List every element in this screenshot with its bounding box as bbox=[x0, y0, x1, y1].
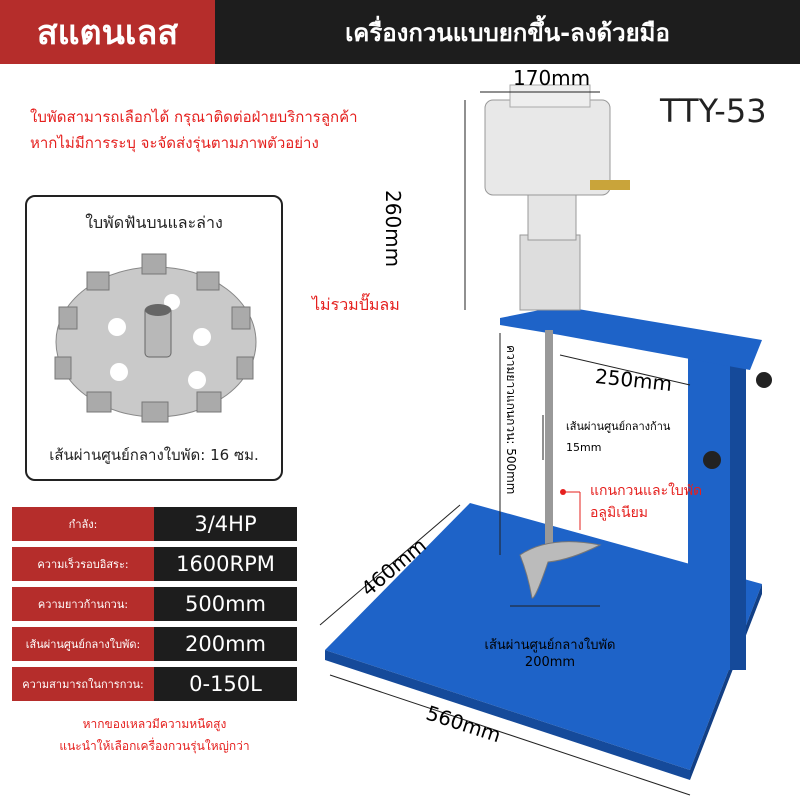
impeller-note: ใบพัดสามารถเลือกได้ กรุณาติดต่อฝ่ายบริกา… bbox=[30, 104, 358, 156]
page-title: เครื่องกวนแบบยกขึ้น-ลงด้วยมือ bbox=[215, 0, 800, 64]
spec-row: ความสามารถในการกวน:0-150L bbox=[12, 667, 297, 701]
impeller-diameter-label: เส้นผ่านศูนย์กลางใบพัด bbox=[484, 638, 616, 653]
impeller-box: ใบพัดฟันบนและล่าง เส้นผ่านศูนย์กลางใบพัด… bbox=[25, 195, 283, 481]
dim-shaft-length: ความยาวแกนกวน: 500mm bbox=[504, 345, 518, 495]
impeller-diameter: เส้นผ่านศูนย์กลางใบพัด 200mm bbox=[475, 634, 625, 670]
shaft-diameter-label: เส้นผ่านศูนย์กลางก้าน bbox=[566, 420, 671, 433]
spec-value: 200mm bbox=[154, 627, 297, 661]
material-note: แกนกวนและใบพัด อลูมิเนียม bbox=[590, 480, 702, 524]
mixer-stand-image bbox=[319, 84, 772, 796]
spec-label: เส้นผ่านศูนย์กลางใบพัด: bbox=[12, 627, 154, 661]
no-pump-note: ไม่รวมปั๊มลม bbox=[312, 295, 400, 314]
note-line: หากไม่มีการระบุ จะจัดส่งรุ่นตามภาพตัวอย่… bbox=[30, 134, 319, 152]
dim-head-width: 170mm bbox=[513, 66, 591, 90]
shaft-diameter-value: 15mm bbox=[566, 441, 602, 454]
model-number: TTY-53 bbox=[660, 92, 767, 130]
note-line: ใบพัดสามารถเลือกได้ กรุณาติดต่อฝ่ายบริกา… bbox=[30, 108, 358, 126]
spec-row: ความยาวก้านกวน:500mm bbox=[12, 587, 297, 621]
spec-row: เส้นผ่านศูนย์กลางใบพัด:200mm bbox=[12, 627, 297, 661]
spec-row: กำลัง:3/4HP bbox=[12, 507, 297, 541]
spec-value: 3/4HP bbox=[154, 507, 297, 541]
dim-head-height: 260mm bbox=[381, 190, 405, 268]
material-note-line: แกนกวนและใบพัด bbox=[590, 483, 703, 499]
warning-line: แนะนำให้เลือกเครื่องกวนรุ่นใหญ่กว่า bbox=[59, 739, 250, 753]
impeller-title: ใบพัดฟันบนและล่าง bbox=[85, 213, 223, 232]
warning-line: หากของเหลวมีความหนืดสูง bbox=[82, 717, 227, 731]
spec-label: ความเร็วรอบอิสระ: bbox=[12, 547, 154, 581]
spec-label: ความสามารถในการกวน: bbox=[12, 667, 154, 701]
spec-value: 1600RPM bbox=[154, 547, 297, 581]
spec-row: ความเร็วรอบอิสระ:1600RPM bbox=[12, 547, 297, 581]
material-note-line: อลูมิเนียม bbox=[590, 505, 649, 521]
impeller-disc-image bbox=[54, 253, 257, 423]
spec-label: ความยาวก้านกวน: bbox=[12, 587, 154, 621]
spec-value: 500mm bbox=[154, 587, 297, 621]
material-badge: สแตนเลส bbox=[0, 0, 215, 64]
spec-value: 0-150L bbox=[154, 667, 297, 701]
spec-label: กำลัง: bbox=[12, 507, 154, 541]
impeller-diameter-value: 200mm bbox=[524, 655, 576, 670]
viscosity-warning: หากของเหลวมีความหนืดสูง แนะนำให้เลือกเคร… bbox=[12, 713, 297, 757]
impeller-caption: เส้นผ่านศูนย์กลางใบพัด: 16 ซม. bbox=[49, 446, 259, 464]
